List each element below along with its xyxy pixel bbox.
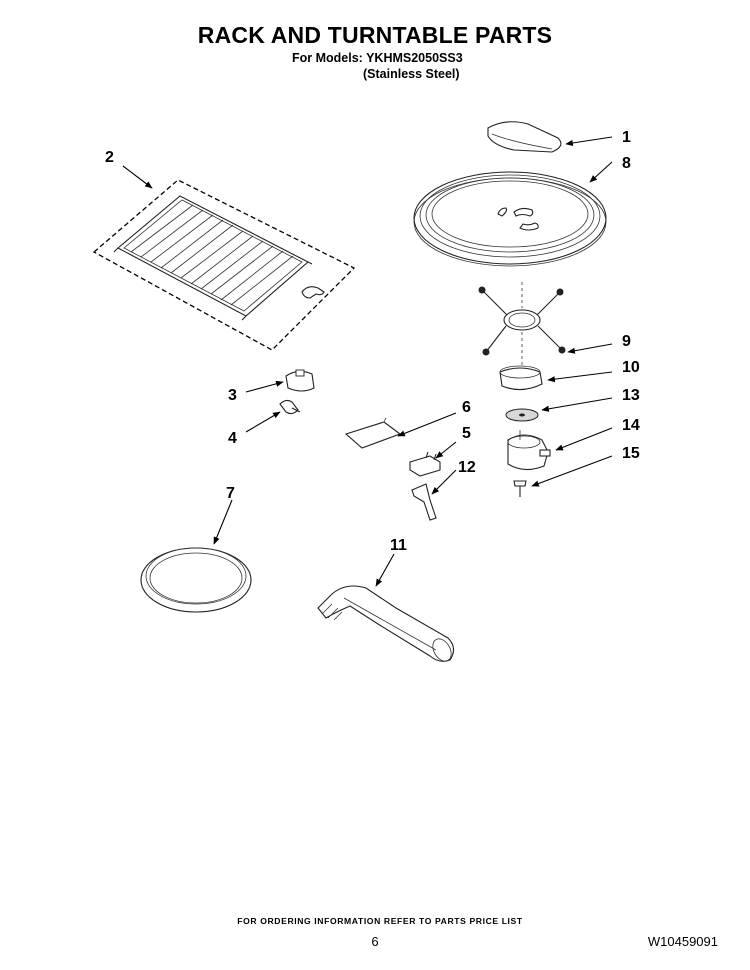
part-13-washer [505,408,539,422]
callout-6: 6 [462,399,471,416]
part-1-cover [487,121,562,153]
document-number: W10459091 [647,934,718,949]
page-title: RACK AND TURNTABLE PARTS [197,22,553,48]
part-14-motor [507,430,551,471]
part-9-roller-support [478,282,566,366]
part-8-turntable-tray [413,171,607,267]
part-15-screw [513,480,527,497]
callout-5: 5 [462,425,471,442]
models-line: For Models: YKHMS2050SS3 [292,51,463,65]
part-10-coupler [499,365,543,391]
part-2-wire-rack [92,179,356,351]
callout-13: 13 [622,387,640,404]
ordering-note: FOR ORDERING INFORMATION REFER TO PARTS … [237,916,523,926]
callout-15: 15 [622,445,640,462]
callout-4: 4 [228,430,237,447]
part-11-handle [317,585,455,662]
part-4-connector [279,399,301,415]
callout-1: 1 [622,129,631,146]
part-12-bracket [411,483,437,521]
callout-7: 7 [226,485,235,502]
callout-12: 12 [458,459,476,476]
callout-2: 2 [105,149,114,166]
finish-line: (Stainless Steel) [363,67,460,81]
callout-14: 14 [622,417,640,434]
callout-9: 9 [622,333,631,350]
part-6-plate [344,417,402,449]
leader-lines [122,136,613,587]
part-5-switch [409,451,441,477]
callout-10: 10 [622,359,640,376]
part-7-tray [140,547,252,613]
callout-11: 11 [390,537,407,554]
page-number: 6 [371,934,379,949]
callout-8: 8 [622,155,631,172]
part-3-clip [285,369,315,392]
callout-3: 3 [228,387,237,404]
